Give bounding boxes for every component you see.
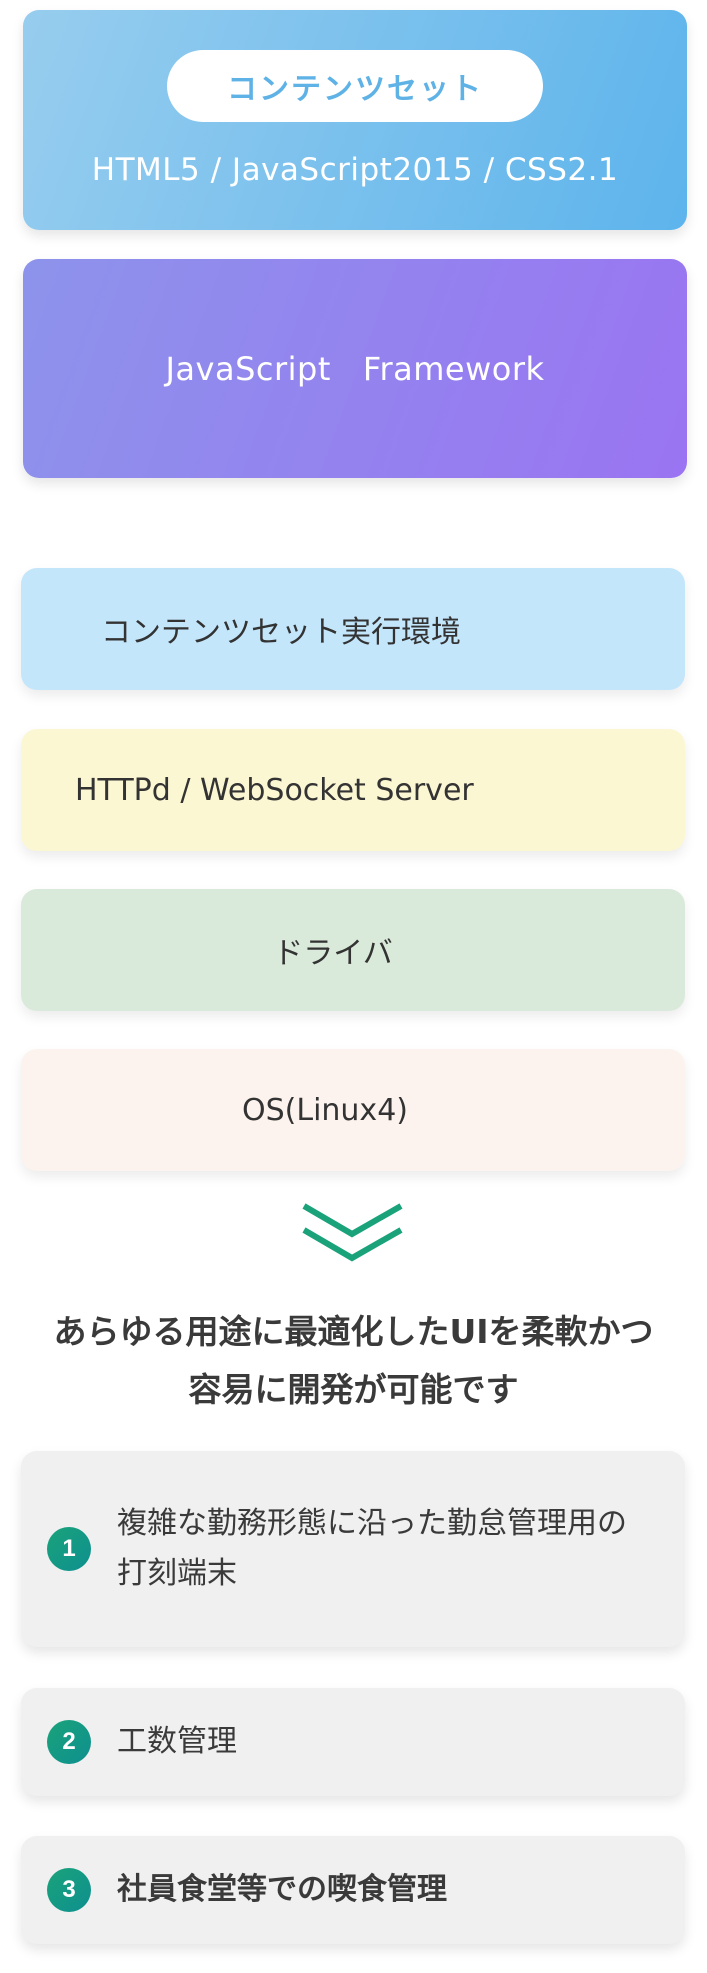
headline-line-2: 容易に開発が可能です	[188, 1370, 519, 1409]
layer-os: OS(Linux4)	[21, 1049, 685, 1171]
framework-label-language: JavaScript	[165, 349, 331, 388]
feature-item: 1 複雑な勤務形態に沿った勤怠管理用の打刻端末	[21, 1451, 685, 1647]
layer-runtime-label: コンテンツセット実行環境	[101, 615, 461, 650]
layer-server-label: HTTPd / WebSocket Server	[75, 772, 474, 808]
feature-text: 社員食堂等での喫食管理	[117, 1872, 447, 1907]
content-set-badge: コンテンツセット	[167, 50, 543, 122]
double-chevron-down-icon	[302, 1203, 403, 1262]
feature-item: 3 社員食堂等での喫食管理	[21, 1836, 685, 1944]
feature-number-badge: 3	[47, 1868, 91, 1912]
layer-driver: ドライバ	[21, 889, 685, 1011]
feature-text: 工数管理	[117, 1724, 237, 1759]
layer-runtime: コンテンツセット実行環境	[21, 568, 685, 690]
feature-number-badge: 2	[47, 1720, 91, 1764]
feature-item: 2 工数管理	[21, 1688, 685, 1796]
feature-number-badge: 1	[47, 1527, 91, 1571]
headline-line-1: あらゆる用途に最適化したUIを柔軟かつ	[53, 1312, 654, 1351]
layer-driver-label: ドライバ	[273, 936, 393, 971]
layer-os-label: OS(Linux4)	[242, 1092, 408, 1128]
headline: あらゆる用途に最適化したUIを柔軟かつ 容易に開発が可能です	[0, 1303, 707, 1419]
content-set-technologies: HTML5 / JavaScript2015 / CSS2.1	[91, 152, 619, 188]
framework-card: JavaScript Framework	[23, 259, 687, 478]
feature-text: 複雑な勤務形態に沿った勤怠管理用の打刻端末	[117, 1506, 627, 1591]
content-set-card: コンテンツセット HTML5 / JavaScript2015 / CSS2.1	[23, 10, 687, 230]
layer-server: HTTPd / WebSocket Server	[21, 729, 685, 851]
framework-label-name: Framework	[362, 349, 545, 388]
